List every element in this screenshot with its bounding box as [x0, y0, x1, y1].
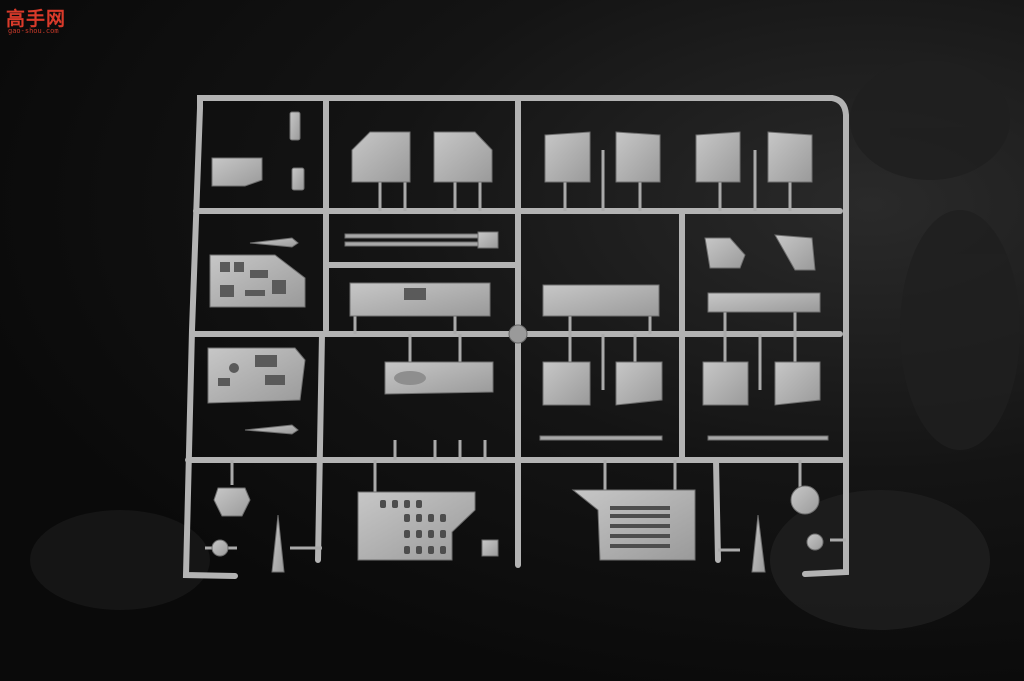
part-details: [218, 262, 528, 386]
watermark-url: gao-shou.com: [8, 27, 59, 35]
sprue-parts: [207, 111, 829, 573]
vent-slots: [380, 500, 670, 554]
background-smoke: [30, 60, 1020, 630]
site-watermark-logo: 高手网 gao-shou.com: [6, 4, 68, 36]
watermark-title: 高手网: [6, 8, 67, 30]
